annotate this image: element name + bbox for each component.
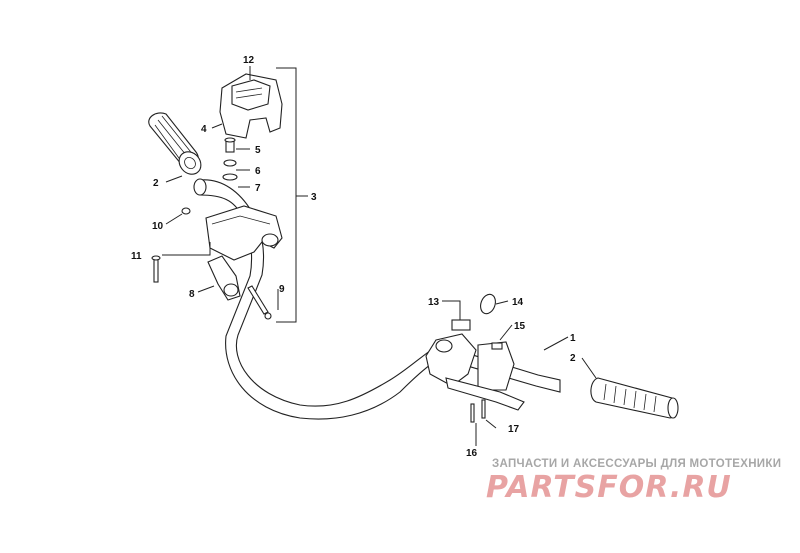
callout-1: 1 (570, 333, 576, 344)
callout-12: 12 (243, 55, 255, 66)
callout-8: 8 (189, 289, 195, 300)
callout-16: 16 (466, 448, 478, 459)
leader-lines (162, 66, 597, 446)
callout-7: 7 (255, 183, 261, 194)
callout-14: 14 (512, 297, 524, 308)
callout-11: 11 (131, 251, 142, 262)
watermark-caption: ЗАПЧАСТИ И АКСЕССУАРЫ ДЛЯ МОТОТЕХНИКИ (492, 458, 782, 470)
callout-6: 6 (255, 166, 261, 177)
callout-5: 5 (255, 145, 261, 156)
watermark-logo: PARTSFOR.RU (486, 470, 732, 505)
callout-13: 13 (428, 297, 440, 308)
bracket-3 (276, 67, 308, 323)
small-hardware (151, 207, 272, 320)
callout-15: 15 (514, 321, 526, 332)
callout-4: 4 (201, 124, 207, 135)
callout-10: 10 (152, 221, 164, 232)
right-grip (590, 377, 679, 419)
callout-2-left: 2 (153, 178, 159, 189)
callout-17: 17 (508, 424, 520, 435)
switch-housing (205, 205, 283, 261)
callout-9: 9 (279, 284, 285, 295)
left-grip (148, 112, 202, 175)
brake-assembly (425, 293, 525, 423)
screw-stack (222, 137, 238, 181)
throttle-lever (207, 255, 241, 301)
callout-2-right: 2 (570, 353, 576, 364)
switch-cover (219, 73, 283, 139)
callout-labels: 1 2 2 3 4 5 6 7 8 9 10 11 12 13 14 15 16… (131, 55, 576, 459)
callout-3: 3 (311, 192, 317, 203)
